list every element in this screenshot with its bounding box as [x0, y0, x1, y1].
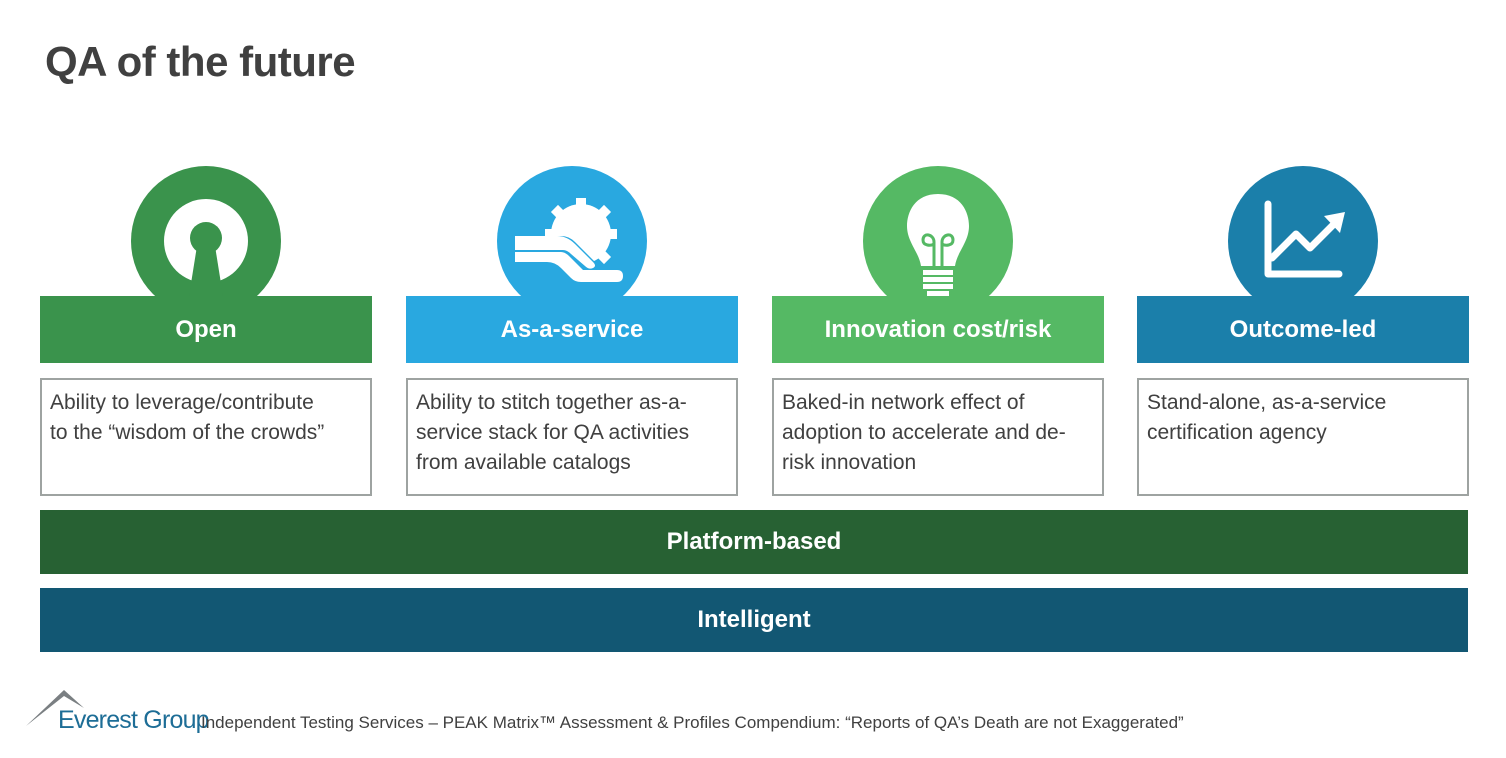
pillar-as-a-service: As-a-service Ability to stitch together …: [406, 0, 738, 500]
lightbulb-icon: [863, 166, 1013, 316]
description-line: to the “wisdom of the crowds”: [50, 421, 325, 444]
page-title: QA of the future: [45, 38, 356, 85]
description-line: certification agency: [1147, 421, 1327, 444]
pillar-description: Baked-in network effect of adoption to a…: [772, 378, 1104, 496]
description-line: Baked-in network effect of: [782, 391, 1025, 414]
platform-based-band: Platform-based: [40, 510, 1468, 574]
everest-group-logo: Everest Group: [24, 688, 210, 740]
growth-chart-icon: [1228, 166, 1378, 316]
pillar-header: Open: [40, 296, 372, 363]
description-line: from available catalogs: [416, 451, 631, 474]
pillar-description: Ability to leverage/contribute to the “w…: [40, 378, 372, 496]
pillar-innovation-cost-risk: Innovation cost/risk Baked-in network ef…: [772, 0, 1104, 500]
pillar-header: Innovation cost/risk: [772, 296, 1104, 363]
description-line: Ability to stitch together as-a-: [416, 391, 687, 414]
description-line: service stack for QA activities: [416, 421, 690, 444]
logo-text: Everest Group: [58, 706, 210, 734]
pillar-header: As-a-service: [406, 296, 738, 363]
pillar-description: Ability to stitch together as-a- service…: [406, 378, 738, 496]
pillar-open: Open Ability to leverage/contribute to t…: [40, 0, 372, 500]
footer-caption: Independent Testing Services – PEAK Matr…: [201, 713, 1184, 732]
open-source-keyhole-icon: [131, 166, 281, 316]
description-line: adoption to accelerate and de-: [782, 421, 1066, 444]
mountain-peak-icon: [26, 690, 84, 726]
hand-gear-icon: [497, 166, 647, 316]
pillar-outcome-led: Outcome-led Stand-alone, as-a-service ce…: [1137, 0, 1469, 500]
description-line: Stand-alone, as-a-service: [1147, 391, 1387, 414]
pillar-description: Stand-alone, as-a-service certification …: [1137, 378, 1469, 496]
intelligent-band: Intelligent: [40, 588, 1468, 652]
pillar-header: Outcome-led: [1137, 296, 1469, 363]
description-line: risk innovation: [782, 451, 917, 474]
description-line: Ability to leverage/contribute: [50, 391, 314, 414]
